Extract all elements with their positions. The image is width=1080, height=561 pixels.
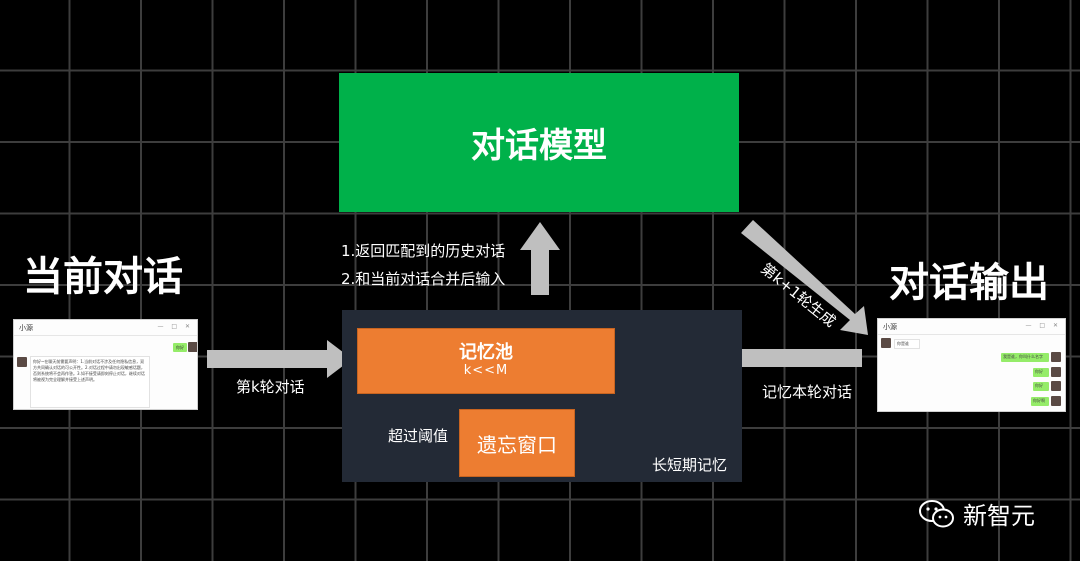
memory-pool-box: 记忆池 k<<M: [357, 328, 615, 394]
right-message-0: 你是谁: [897, 341, 909, 346]
right-user-bubble: 你好: [1033, 382, 1049, 391]
avatar: [881, 338, 891, 348]
right-user-bubble: 你好啊: [1031, 397, 1049, 406]
right-user-bubble: 你好: [1033, 368, 1049, 377]
left-chat-window: 小源 — □ ✕ 你好 你好~在聊天前需要声明：1.当前对话不涉及任何隐私信息，…: [13, 319, 198, 410]
left-bot-bubble: 你好~在聊天前需要声明：1.当前对话不涉及任何隐私信息，双方共同确认对话的可公开…: [30, 356, 150, 408]
avatar: [1051, 367, 1061, 377]
return-step-2: 2.和当前对话合并后输入: [341, 270, 506, 288]
forget-window-box: 遗忘窗口: [459, 409, 575, 477]
dialog-output-label: 对话输出: [889, 260, 1049, 306]
right-message-1: 我是谁，你叫什么名字: [1003, 354, 1043, 359]
left-window-title: 小源: [14, 320, 197, 336]
left-user-bubble: 你好: [173, 343, 187, 352]
input-label: 第k轮对话: [236, 378, 305, 396]
right-message-3: 你好: [1035, 383, 1043, 388]
right-user-bubble: 我是谁，你叫什么名字: [1001, 353, 1049, 362]
long-short-memory-label: 长短期记忆: [652, 456, 728, 474]
right-bot-bubble: 你是谁: [894, 339, 920, 349]
brand-name: 新智元: [963, 502, 1035, 530]
return-arrow: [520, 222, 560, 295]
generate-arrow: [741, 220, 868, 335]
avatar: [1051, 381, 1061, 391]
avatar: [1051, 352, 1061, 362]
avatar: [17, 357, 27, 367]
right-message-2: 你好: [1035, 369, 1043, 374]
memory-pool-sub: k<<M: [463, 363, 509, 378]
return-step-1: 1.返回匹配到的历史对话: [341, 242, 506, 260]
avatar: [188, 342, 197, 352]
current-dialog-label: 当前对话: [23, 254, 183, 300]
right-window-title: 小源: [878, 319, 1065, 335]
memory-label: 记忆本轮对话: [762, 383, 853, 401]
dialog-model-label: 对话模型: [471, 126, 607, 166]
wechat-icon: [919, 499, 954, 527]
memory-pool-title: 记忆池: [459, 342, 513, 363]
dialog-model-box: 对话模型: [339, 73, 739, 212]
right-message-4: 你好啊: [1033, 398, 1045, 403]
input-arrow: [207, 340, 352, 378]
right-chat-window: 小源 — □ ✕ 你是谁 我是谁，你叫什么名字 你好 你好 你好啊: [877, 318, 1066, 412]
window-controls: — □ ✕: [157, 323, 193, 330]
avatar: [1051, 396, 1061, 406]
window-controls: — □ ✕: [1025, 322, 1061, 329]
brand-watermark: 新智元: [919, 496, 1035, 531]
left-bot-message: 你好~在聊天前需要声明：1.当前对话不涉及任何隐私信息，双方共同确认对话的可公开…: [33, 359, 145, 382]
threshold-label: 超过阈值: [388, 427, 449, 445]
forget-window-label: 遗忘窗口: [477, 432, 557, 457]
